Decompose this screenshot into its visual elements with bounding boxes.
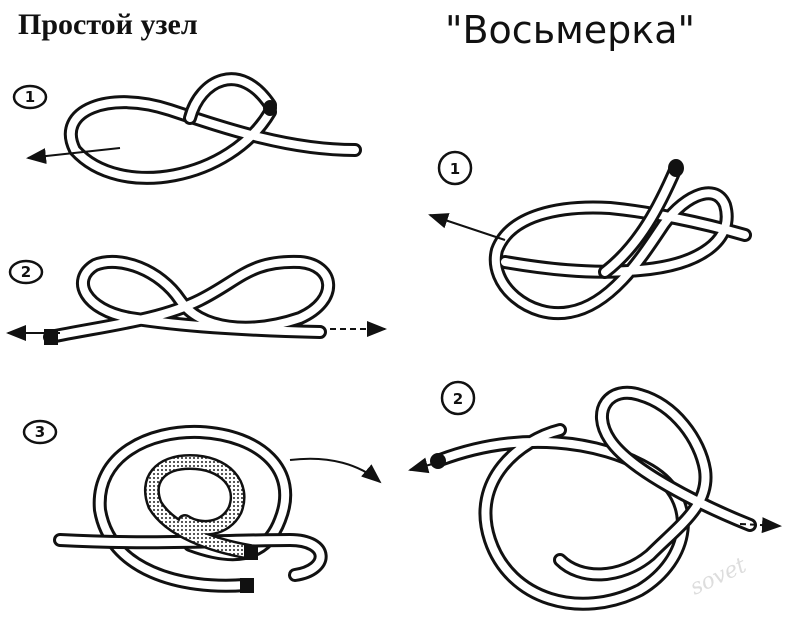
- step-number: 1: [450, 160, 460, 178]
- step-number: 2: [453, 390, 463, 408]
- figure-eight-step-2: 2: [408, 380, 782, 611]
- step-number: 1: [25, 88, 35, 106]
- simple-knot-step-1: 1: [12, 72, 362, 185]
- step-badge-simple-1: 1: [12, 84, 48, 110]
- simple-knot-title: Простой узел: [18, 8, 198, 41]
- rope-simple-2: [43, 254, 336, 345]
- rope-eight-1: [488, 159, 752, 321]
- direction-arrow: [739, 517, 782, 534]
- step-number: 2: [21, 263, 31, 281]
- step-number: 3: [35, 423, 45, 441]
- step-badge-eight-2: 2: [440, 380, 476, 416]
- rope-eight-2: [430, 385, 757, 611]
- step-badge-eight-1: 1: [437, 150, 473, 186]
- step-badge-simple-3: 3: [22, 419, 58, 445]
- direction-arrow: [428, 213, 506, 241]
- rope-simple-1: [63, 72, 362, 185]
- figure-eight-step-1: 1: [428, 150, 752, 321]
- direction-arrow: [289, 457, 382, 484]
- watermark-logo: sovet: [686, 553, 750, 601]
- direction-arrow: [26, 147, 121, 165]
- simple-knot-step-3: 3: [22, 419, 382, 593]
- direction-arrow: [408, 457, 441, 474]
- step-badge-simple-2: 2: [8, 259, 44, 285]
- simple-knot-step-2: 2: [6, 254, 387, 345]
- rope-simple-3: [53, 424, 328, 593]
- figure-eight-title: "Восьмерка": [445, 8, 695, 52]
